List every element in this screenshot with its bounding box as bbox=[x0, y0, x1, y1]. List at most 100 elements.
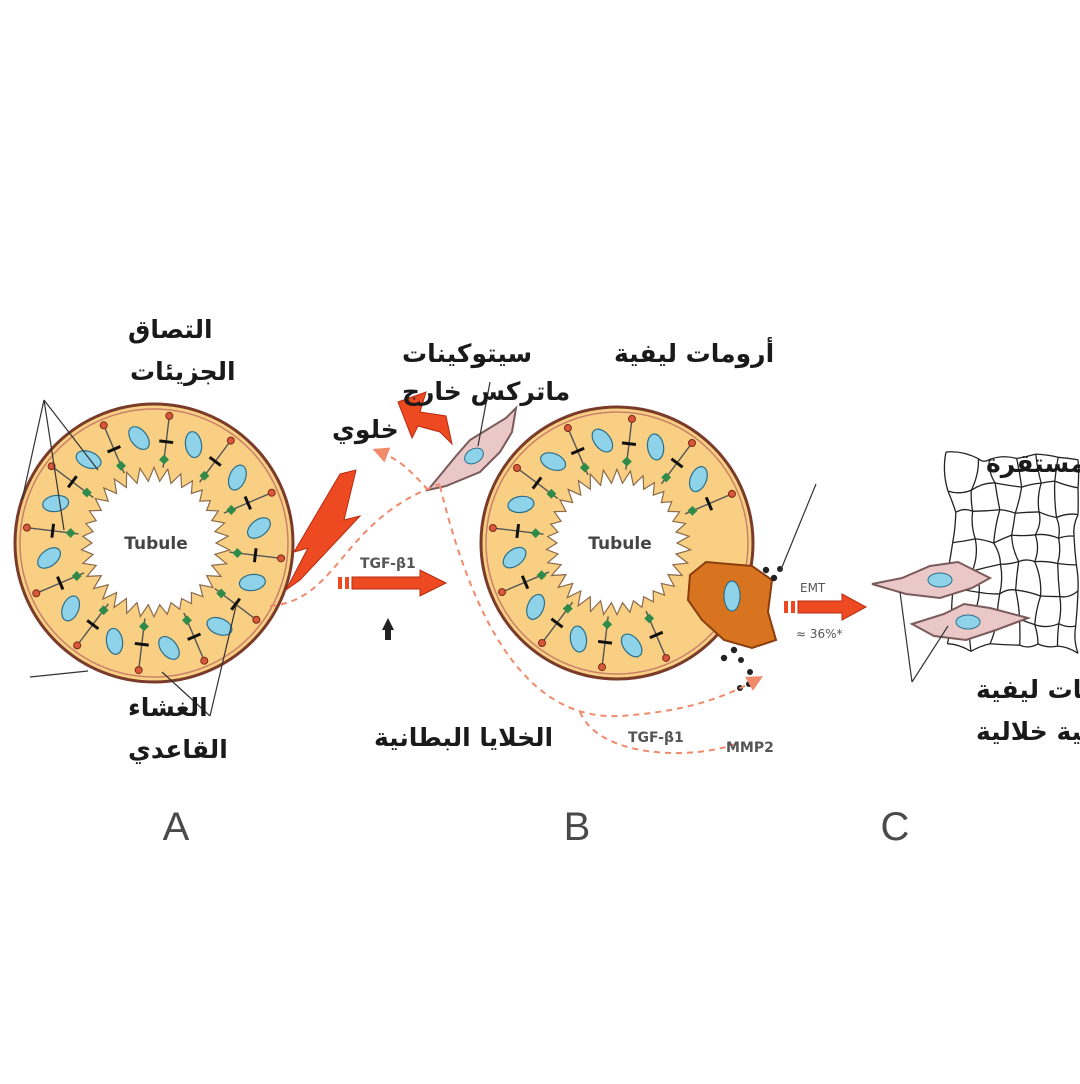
matrix-fiber bbox=[1035, 562, 1041, 596]
label-unstable-cells: خلايا غير مستقرة bbox=[986, 449, 1080, 479]
matrix-fiber bbox=[1019, 560, 1035, 562]
matrix-fiber bbox=[1012, 513, 1016, 535]
matrix-fiber bbox=[1000, 564, 1002, 594]
matrix-fiber bbox=[1015, 512, 1039, 513]
panel-letter-c: C bbox=[881, 805, 910, 849]
membrane-anchor-dot bbox=[689, 440, 696, 447]
matrix-fiber bbox=[994, 543, 1001, 564]
matrix-fiber bbox=[972, 539, 976, 571]
membrane-anchor-dot bbox=[514, 464, 521, 471]
matrix-fiber bbox=[972, 511, 975, 539]
matrix-fiber bbox=[1035, 535, 1038, 562]
matrix-fiber bbox=[1012, 535, 1036, 536]
label-myofibroblasts-line1: أرومات ليفية bbox=[976, 673, 1080, 705]
matrix-fiber bbox=[1012, 535, 1019, 561]
injury-lightning-icon-large bbox=[286, 470, 360, 590]
adhesion-molecule-bar bbox=[52, 524, 54, 538]
label-emt-percent: ≈ 36%* bbox=[796, 627, 843, 641]
membrane-anchor-dot bbox=[538, 639, 545, 646]
label-myofibroblasts-line2: عضلية خلالية bbox=[976, 717, 1080, 746]
matrix-fiber bbox=[1015, 487, 1021, 513]
matrix-fiber bbox=[972, 564, 1000, 571]
matrix-fiber bbox=[1039, 512, 1056, 518]
myofibroblast-nucleus-2 bbox=[956, 615, 980, 629]
adhesion-molecule-bar bbox=[135, 643, 149, 645]
matrix-fiber bbox=[1074, 536, 1076, 565]
panel-letter-b: B bbox=[564, 805, 591, 849]
label-cytokines-line1: سيتوكينات bbox=[402, 339, 532, 369]
matrix-fiber bbox=[1074, 515, 1078, 537]
membrane-anchor-dot bbox=[663, 654, 670, 661]
matrix-fiber bbox=[1035, 625, 1038, 644]
matrix-fiber bbox=[1059, 624, 1076, 627]
matrix-fiber bbox=[1058, 563, 1077, 565]
cytokines-labels: سيتوكينات ماتركس خارج خلوي bbox=[332, 339, 570, 445]
matrix-fiber bbox=[995, 483, 1000, 510]
matrix-fiber bbox=[1059, 597, 1061, 624]
matrix-fiber bbox=[1016, 590, 1041, 596]
matrix-fiber bbox=[1058, 563, 1060, 596]
membrane-anchor-dot bbox=[135, 667, 142, 674]
signal-path-to-cytokines bbox=[380, 452, 428, 490]
membrane-anchor-dot bbox=[499, 589, 506, 596]
tubule-a: Tubule bbox=[15, 404, 293, 682]
matrix-fiber bbox=[1035, 512, 1040, 535]
membrane-anchor-dot bbox=[227, 437, 234, 444]
matrix-fiber bbox=[1057, 514, 1078, 517]
label-tgf-top: TGF-β1 bbox=[360, 556, 416, 572]
label-basement-membrane-line2: القاعدي bbox=[128, 735, 228, 765]
matrix-fiber bbox=[995, 483, 1022, 487]
matrix-fiber bbox=[953, 539, 976, 543]
membrane-anchor-dot bbox=[268, 489, 275, 496]
membrane-anchor-dot bbox=[489, 525, 496, 532]
matrix-fiber bbox=[979, 592, 1000, 594]
matrix-fiber bbox=[1060, 591, 1078, 597]
membrane-anchor-dot bbox=[564, 425, 571, 432]
membrane-anchor-dot bbox=[628, 415, 635, 422]
matrix-fiber bbox=[947, 644, 971, 652]
matrix-fiber bbox=[1076, 591, 1078, 626]
matrix-fiber bbox=[1035, 596, 1041, 625]
matrix-fiber bbox=[975, 539, 993, 543]
matrix-fiber bbox=[1035, 561, 1058, 563]
myofibroblast-nucleus-1 bbox=[928, 573, 952, 587]
matrix-fiber bbox=[944, 452, 948, 491]
adhesion-molecule-bar bbox=[517, 524, 519, 538]
unstable-cell-nucleus bbox=[724, 581, 740, 611]
matrix-fiber bbox=[971, 644, 990, 652]
label-cytokines-line3: خلوي bbox=[332, 415, 399, 445]
emt-arrow bbox=[784, 594, 866, 620]
label-emt: EMT bbox=[800, 581, 826, 595]
matrix-fiber bbox=[1022, 483, 1042, 487]
membrane-anchor-dot bbox=[253, 616, 260, 623]
matrix-fiber bbox=[1057, 517, 1060, 538]
tubule-b-label: Tubule bbox=[588, 534, 651, 554]
matrix-fiber bbox=[1000, 590, 1016, 594]
matrix-fiber bbox=[1059, 536, 1074, 538]
matrix-fiber bbox=[971, 459, 978, 491]
membrane-anchor-dot bbox=[23, 524, 30, 531]
matrix-fiber bbox=[1041, 481, 1055, 483]
matrix-fiber bbox=[1058, 538, 1060, 563]
adhesion-molecule-bar bbox=[622, 443, 636, 445]
membrane-anchor-dot bbox=[728, 490, 735, 497]
membrane-anchor-dot bbox=[278, 555, 285, 562]
label-basement-membrane-line1: الغشاء bbox=[128, 693, 208, 722]
adhesion-molecule-bar bbox=[598, 641, 612, 643]
matrix-fiber bbox=[994, 510, 1000, 543]
membrane-anchor-dot bbox=[33, 590, 40, 597]
matrix-fiber bbox=[1035, 534, 1058, 538]
matrix-fiber bbox=[1055, 481, 1057, 517]
matrix-fiber bbox=[1055, 481, 1078, 488]
matrix-fiber bbox=[1000, 510, 1015, 513]
membrane-anchor-dot bbox=[599, 664, 606, 671]
label-tgf-bottom: TGF-β1 bbox=[628, 730, 684, 746]
membrane-anchor-dot bbox=[74, 642, 81, 649]
matrix-fiber bbox=[1016, 562, 1019, 590]
matrix-fiber bbox=[1058, 646, 1078, 653]
label-adhesion-molecules-line2: الجزيئات bbox=[130, 357, 236, 387]
label-adhesion-molecules-line1: التصاق bbox=[128, 315, 213, 344]
panel-letter-a: A bbox=[163, 805, 190, 849]
